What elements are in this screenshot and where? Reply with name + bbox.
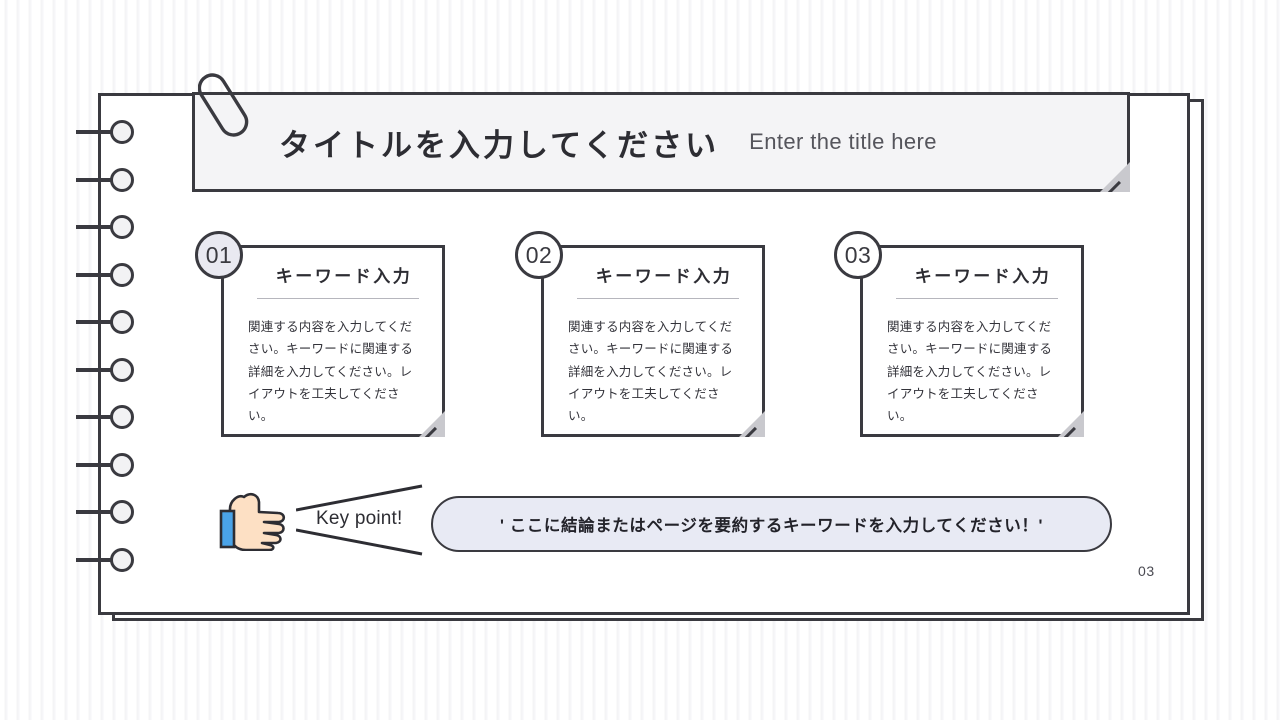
card-number-badge: 02 — [515, 231, 563, 279]
card-heading: キーワード入力 — [595, 267, 733, 286]
spiral-ring-circle — [110, 215, 134, 239]
spiral-ring-bar — [76, 367, 124, 372]
spiral-ring-circle — [110, 357, 134, 382]
spiral-binding — [76, 120, 146, 600]
key-point-callout: Key point! — [295, 484, 426, 556]
card-heading: キーワード入力 — [275, 267, 413, 286]
spiral-ring-icon — [76, 405, 146, 429]
spiral-ring-circle — [110, 262, 134, 287]
spiral-ring-circle — [110, 405, 134, 429]
page-number: 03 — [1138, 563, 1155, 579]
card-heading: キーワード入力 — [914, 267, 1052, 286]
spiral-ring-bar — [76, 557, 124, 562]
callout-lines-icon — [295, 484, 423, 556]
card-number-badge: 01 — [195, 231, 243, 279]
card-body-text: 関連する内容を入力してください。キーワードに関連する詳細を入力してください。レイ… — [248, 320, 414, 423]
spiral-ring-icon — [76, 452, 146, 477]
keyword-card[interactable]: 01 キーワード入力 関連する内容を入力してください。キーワードに関連する詳細を… — [195, 231, 445, 437]
spiral-ring-icon — [76, 357, 146, 382]
spiral-ring-bar — [76, 130, 124, 134]
conclusion-banner: ' ここに結論またはページを要約するキーワードを入力してください！' — [431, 496, 1112, 552]
spiral-ring-circle — [110, 452, 134, 477]
keyword-card[interactable]: 03 キーワード入力 関連する内容を入力してください。キーワードに関連する詳細を… — [834, 231, 1084, 437]
card-divider — [257, 298, 419, 299]
spiral-ring-icon — [76, 215, 146, 239]
folded-corner-edge-icon — [409, 401, 445, 437]
folded-corner-edge-icon — [729, 401, 765, 437]
spiral-ring-bar — [76, 320, 124, 324]
title-bar: タイトルを入力してください Enter the title here — [192, 92, 1130, 192]
folded-corner-edge-icon — [1048, 401, 1084, 437]
folded-corner-edge-icon — [1088, 150, 1130, 192]
spiral-ring-circle — [110, 547, 134, 572]
page-title: タイトルを入力してください — [279, 127, 720, 163]
key-point-label: Key point! — [316, 508, 403, 529]
card-number-badge: 03 — [834, 231, 882, 279]
spiral-ring-icon — [76, 167, 146, 192]
pointing-hand-icon — [219, 492, 286, 551]
card-body-text: 関連する内容を入力してください。キーワードに関連する詳細を入力してください。レイ… — [568, 320, 734, 423]
spiral-ring-circle — [110, 500, 134, 524]
card-divider — [896, 298, 1058, 299]
spiral-ring-bar — [76, 272, 124, 277]
spiral-ring-circle — [110, 310, 134, 334]
spiral-ring-icon — [76, 310, 146, 334]
spiral-ring-bar — [76, 510, 124, 514]
card-divider — [577, 298, 739, 299]
spiral-ring-circle — [110, 120, 134, 144]
spiral-ring-icon — [76, 500, 146, 524]
spiral-ring-icon — [76, 262, 146, 287]
keyword-card[interactable]: 02 キーワード入力 関連する内容を入力してください。キーワードに関連する詳細を… — [515, 231, 765, 437]
spiral-ring-bar — [76, 225, 124, 229]
page-subtitle: Enter the title here — [749, 129, 937, 154]
spiral-ring-bar — [76, 415, 124, 419]
spiral-ring-bar — [76, 177, 124, 182]
spiral-ring-bar — [76, 462, 124, 467]
spiral-ring-icon — [76, 547, 146, 572]
spiral-ring-icon — [76, 120, 146, 144]
spiral-ring-circle — [110, 167, 134, 192]
card-body-text: 関連する内容を入力してください。キーワードに関連する詳細を入力してください。レイ… — [887, 320, 1053, 423]
